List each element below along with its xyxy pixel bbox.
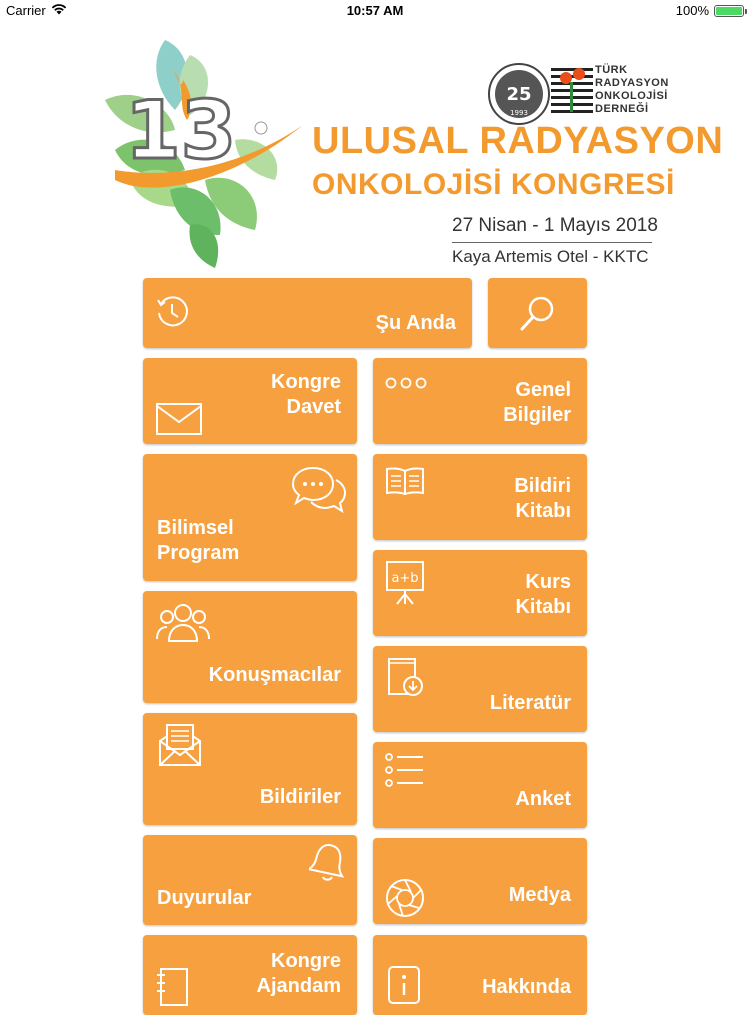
seal-number: 25 xyxy=(506,84,531,105)
bildiri-kitabi-label: Bildiri Kitabı xyxy=(514,475,571,522)
anket-tile[interactable]: Anket xyxy=(373,742,587,828)
konusmacilar-tile[interactable]: Konuşmacılar xyxy=(143,591,357,703)
presentation-board-icon: a+b xyxy=(385,560,425,606)
bilimsel-program-label: Bilimsel Program xyxy=(157,517,240,564)
notebook-icon xyxy=(155,967,191,1007)
congress-header: 13 25 1993 TÜRK xyxy=(0,22,750,272)
congress-title-line2: ONKOLOJİSİ KONGRESİ xyxy=(312,168,675,201)
association-line: DERNEĞİ xyxy=(595,103,649,115)
search-icon xyxy=(518,294,558,334)
kongre-davet-label: Kongre Davet xyxy=(271,371,341,418)
konusmacilar-label: Konuşmacılar xyxy=(208,664,341,686)
wifi-icon xyxy=(51,3,67,18)
association-emblem xyxy=(551,68,593,113)
battery-icon xyxy=(714,4,747,17)
medya-tile[interactable]: Medya xyxy=(373,838,587,924)
search-tile[interactable] xyxy=(488,278,587,348)
kongre-davet-tile[interactable]: Kongre Davet xyxy=(143,358,357,444)
genel-bilgiler-label: Genel Bilgiler xyxy=(503,379,571,426)
info-icon xyxy=(387,965,421,1005)
congress-title-line1: ULUSAL RADYASYON xyxy=(312,120,724,162)
camera-aperture-icon xyxy=(385,878,425,918)
anket-label: Anket xyxy=(515,788,571,810)
hakkinda-tile[interactable]: Hakkında xyxy=(373,935,587,1015)
more-icon xyxy=(385,376,427,390)
duyurular-tile[interactable]: Duyurular xyxy=(143,835,357,925)
clock-icon xyxy=(155,296,189,330)
hakkinda-label: Hakkında xyxy=(482,976,571,998)
battery-percent: 100% xyxy=(675,3,709,18)
battery-fill xyxy=(716,6,742,15)
congress-number: 13 xyxy=(125,84,236,177)
kongre-ajandam-label: Kongre Ajandam xyxy=(256,950,341,997)
kongre-ajandam-tile[interactable]: Kongre Ajandam xyxy=(143,935,357,1015)
association-line: TÜRK xyxy=(595,64,628,76)
bell-icon xyxy=(309,841,347,881)
clock: 10:57 AM xyxy=(346,3,404,18)
association-name: TÜRK RADYASYON ONKOLOJİSİ DERNEĞİ xyxy=(595,64,669,116)
congress-logo: 13 xyxy=(95,30,310,270)
envelope-icon xyxy=(155,402,203,436)
header-divider xyxy=(452,242,652,243)
bildiriler-label: Bildiriler xyxy=(259,786,341,808)
bilimsel-program-tile[interactable]: Bilimsel Program xyxy=(143,454,357,581)
book-download-icon xyxy=(385,656,425,698)
congress-venue: Kaya Artemis Otel - KKTC xyxy=(452,247,649,266)
chat-bubbles-icon xyxy=(291,464,347,516)
duyurular-label: Duyurular xyxy=(157,887,252,909)
genel-bilgiler-tile[interactable]: Genel Bilgiler xyxy=(373,358,587,444)
medya-label: Medya xyxy=(508,884,571,906)
literatur-label: Literatür xyxy=(489,692,571,714)
association-line: RADYASYON xyxy=(595,77,669,89)
people-icon xyxy=(155,601,211,643)
literatur-tile[interactable]: Literatür xyxy=(373,646,587,732)
kurs-kitabi-tile[interactable]: a+b Kurs Kitabı xyxy=(373,550,587,636)
open-envelope-icon xyxy=(157,721,203,767)
bildiri-kitabi-tile[interactable]: Bildiri Kitabı xyxy=(373,454,587,540)
association-logo: 25 1993 TÜRK RADYASYON ONKOLOJİSİ DERNEĞ… xyxy=(487,62,668,128)
bildiriler-tile[interactable]: Bildiriler xyxy=(143,713,357,825)
list-icon xyxy=(385,752,425,788)
association-line: ONKOLOJİSİ xyxy=(595,90,668,102)
su-anda-label: Şu Anda xyxy=(375,312,456,334)
status-bar: Carrier 10:57 AM 100% xyxy=(0,0,750,22)
status-left: Carrier xyxy=(6,3,67,18)
svg-text:a+b: a+b xyxy=(391,571,418,586)
book-icon xyxy=(385,466,425,496)
status-right: 100% xyxy=(675,3,747,18)
association-seal: 25 1993 xyxy=(487,62,550,125)
seal-year: 1993 xyxy=(510,109,528,117)
kurs-kitabi-label: Kurs Kitabı xyxy=(515,571,571,618)
congress-dates: 27 Nisan - 1 Mayıs 2018 xyxy=(452,215,658,236)
su-anda-tile[interactable]: Şu Anda xyxy=(143,278,472,348)
carrier-label: Carrier xyxy=(6,3,46,18)
